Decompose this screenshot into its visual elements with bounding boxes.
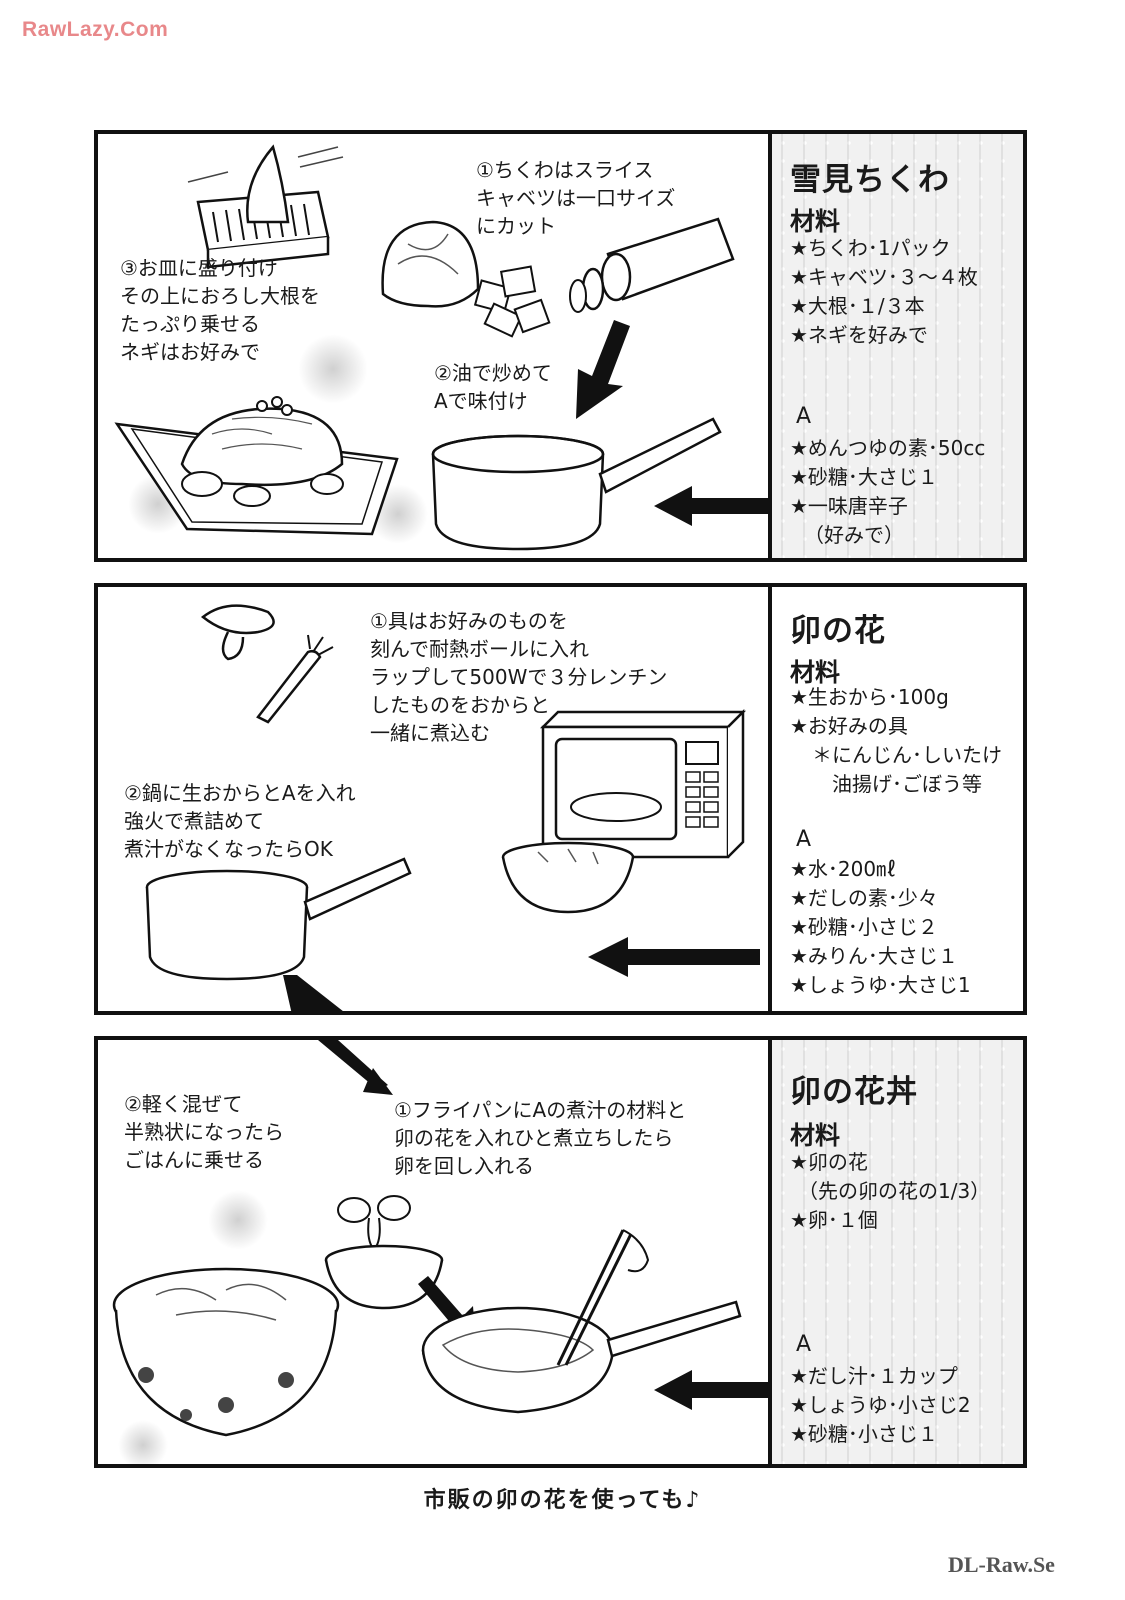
step-1-note: ①具はお好みのものを刻んで耐熱ボールに入れラップして500Wで３分レンチンしたも… [370,609,668,745]
step-1-note: ①ちくわはスライスキャベツは一口サイズにカット [476,158,676,238]
ingredients-list: ★卯の花（先の卯の花の1/3） ★卵･１個 [790,1150,991,1232]
saucepan-illustration [428,414,728,554]
ingredients-sidebar: 雪見ちくわ 材料 ★ちくわ･1パック★キャベツ･３～４枚 ★大根･１/３本★ネギ… [768,134,1023,558]
ingredients-sidebar: 卯の花丼 材料 ★卯の花（先の卯の花の1/3） ★卵･１個 A ★だし汁･１カッ… [768,1040,1023,1464]
ingredients-label: 材料 [790,658,841,687]
ingredients-label: 材料 [790,207,841,236]
recipe-panel-unohana: ①具はお好みのものを刻んで耐熱ボールに入れラップして500Wで３分レンチンしたも… [94,583,1027,1015]
arrow-left-icon [588,937,760,977]
grater-illustration [187,142,348,282]
watermark-bottom: DL-Raw.Se [948,1552,1055,1577]
step-2-note: ②軽く混ぜて半熟状になったらごはんに乗せる [124,1092,284,1172]
saucepan-illustration [142,857,422,987]
recipe-title: 卯の花丼 [790,1074,918,1110]
plated-chikuwa-illustration [112,384,402,544]
sauce-label: A [796,1332,812,1357]
sauce-list: ★水･200㎖★だしの素･少々 ★砂糖･小さじ２★みりん･大さじ１★しょうゆ･大… [790,857,971,997]
arrow-down-right-icon [318,1040,408,1100]
arrow-left-icon [654,486,774,526]
rice-bowl-illustration [106,1265,346,1445]
egg-bowl-illustration [324,1190,444,1310]
sauce-label: A [796,827,812,852]
ingredients-sidebar: 卯の花 材料 ★生おから･100g★お好みの具 ＊にんじん･しいたけ油揚げ･ごぼ… [768,587,1023,1011]
cabbage-chikuwa-illustration [378,214,758,354]
arrow-down-icon [568,320,648,424]
recipe-title: 卯の花 [790,613,886,649]
watermark-top: RawLazy.Com [22,18,169,41]
step-3-note: ③お皿に盛り付けその上におろし大根をたっぷり乗せるネギはお好みで [120,256,320,364]
step-2-note: ②鍋に生おからとAを入れ強火で煮詰めて煮汁がなくなったらOK [124,781,356,861]
ingredients-list: ★生おから･100g★お好みの具 ＊にんじん･しいたけ油揚げ･ごぼう等 [790,685,1002,796]
microwave-illustration [538,707,748,867]
ingredients-label: 材料 [790,1121,841,1150]
sauce-label: A [796,404,812,429]
sauce-list: ★めんつゆの素･50cc★砂糖･大さじ１ ★一味唐辛子（好みで） [790,436,986,547]
frying-pan-illustration [418,1229,758,1420]
mushroom-carrot-illustration [198,597,338,727]
recipe-panel-unohana-don: ①フライパンにAの煮汁の材料と卯の花を入れひと煮立ちしたら卵を回し入れる ②軽く… [94,1036,1027,1468]
bowl-illustration [498,837,638,917]
footer-caption: 市販の卯の花を使っても♪ [423,1488,702,1513]
arrow-down-right-icon [283,975,403,1011]
sauce-list: ★だし汁･１カップ★しょうゆ･小さじ2★砂糖･小さじ１ [790,1364,971,1446]
recipe-title: 雪見ちくわ [790,162,950,198]
ingredients-list: ★ちくわ･1パック★キャベツ･３～４枚 ★大根･１/３本★ネギを好みで [790,236,978,347]
arrow-left-icon [654,1370,774,1410]
step-1-note: ①フライパンにAの煮汁の材料と卯の花を入れひと煮立ちしたら卵を回し入れる [394,1098,687,1178]
